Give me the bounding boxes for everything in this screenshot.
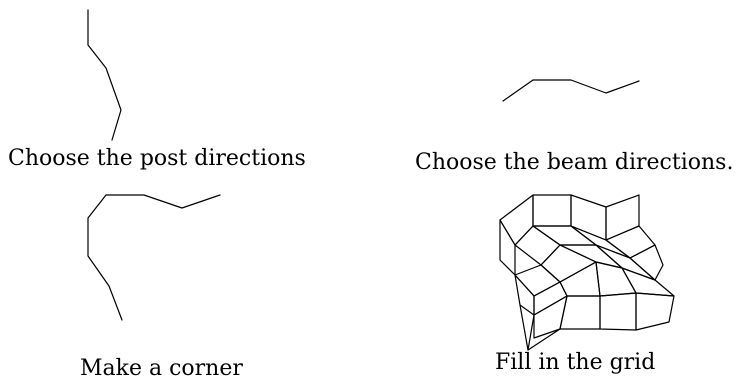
tile [514, 274, 535, 316]
tile [532, 194, 572, 227]
post-direction-path [87, 9, 122, 141]
tile [559, 261, 601, 297]
tile [532, 225, 597, 246]
corner-path [87, 194, 221, 321]
tile [499, 219, 516, 276]
tile-edge [527, 314, 535, 351]
tile [621, 267, 675, 297]
tile [629, 244, 664, 281]
tile [499, 194, 534, 246]
tile [559, 295, 601, 330]
tile [635, 292, 675, 331]
tile [570, 225, 631, 259]
make-corner-caption: Make a corner [80, 356, 243, 381]
beam-direction-path [502, 79, 640, 102]
tile [514, 264, 561, 297]
beam-directions-caption: Choose the beam directions. [415, 150, 734, 175]
tile [540, 244, 597, 283]
tile [599, 292, 637, 331]
tile [514, 225, 561, 266]
tile [595, 261, 637, 297]
post-directions-caption: Choose the post directions [8, 146, 306, 171]
tiling-grid [499, 194, 675, 351]
tile [605, 225, 656, 259]
fill-grid-caption: Fill in the grid [495, 350, 656, 375]
